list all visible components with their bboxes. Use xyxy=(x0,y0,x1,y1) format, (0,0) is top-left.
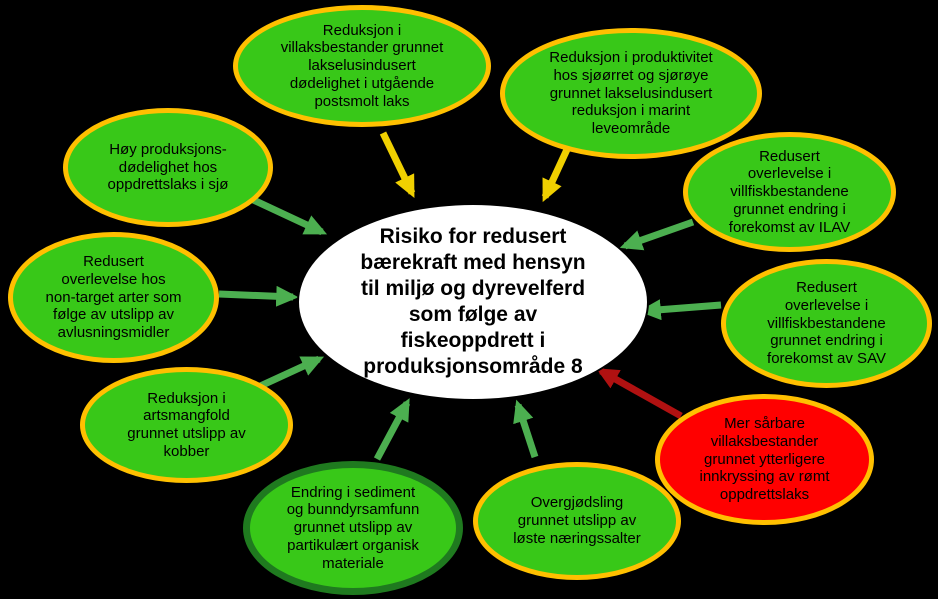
node-ilav: Redusert overlevelse i villfiskbestanden… xyxy=(683,132,896,252)
arrow-from-lakselus-postsmolt xyxy=(379,131,416,199)
arrow-from-overgjodsling xyxy=(513,399,539,459)
node-kobber-artsmangfold: Reduksjon i artsmangfold grunnet utslipp… xyxy=(80,367,293,483)
node-sediment-bunndyr: Endring i sediment og bunndyrsamfunn gru… xyxy=(243,461,463,595)
node-overgjodsling: Overgjødsling grunnet utslipp av løste n… xyxy=(473,462,681,580)
node-produktivitet-sjoorret: Reduksjon i produktivitet hos sjøørret o… xyxy=(500,28,762,159)
node-center-risiko: Risiko for redusert bærekraft med hensyn… xyxy=(297,203,649,401)
arrow-from-romt-oppdrettslaks xyxy=(596,367,683,420)
node-romt-oppdrettslaks: Mer sårbare villaksbestander grunnet ytt… xyxy=(655,394,874,525)
arrow-from-ilav xyxy=(619,218,695,251)
arrow-from-produksjonsdodelighet xyxy=(245,193,328,236)
arrow-from-non-target-arter xyxy=(218,285,299,307)
arrow-from-kobber-artsmangfold xyxy=(254,355,325,392)
arrow-from-sediment-bunndyr xyxy=(373,398,411,461)
arrow-from-produktivitet-sjoorret xyxy=(541,141,574,203)
node-non-target-arter: Redusert overlevelse hos non-target arte… xyxy=(8,232,219,363)
node-lakselus-postsmolt: Reduksjon i villaksbestander grunnet lak… xyxy=(233,5,491,127)
node-sav: Redusert overlevelse i villfiskbestanden… xyxy=(721,259,932,388)
node-produksjonsdodelighet: Høy produksjons- dødelighet hos oppdrett… xyxy=(63,108,273,227)
arrow-from-sav xyxy=(638,299,722,321)
